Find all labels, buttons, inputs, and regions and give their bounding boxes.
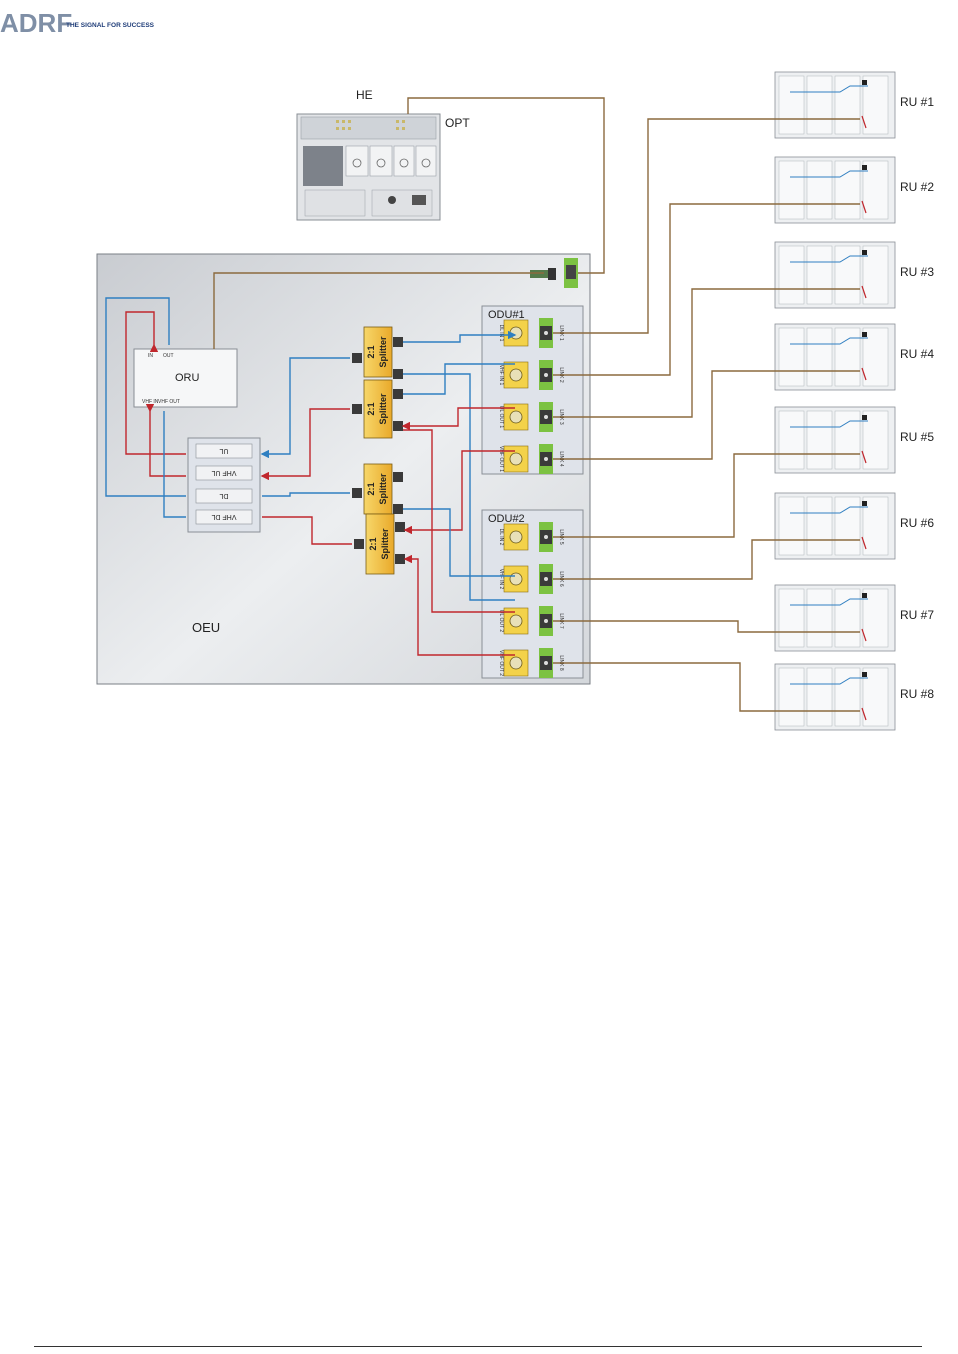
remote-unit-5: RU #5 — [774, 406, 934, 474]
oru-port-in: IN — [148, 353, 153, 359]
splitter-ratio: 2:1 — [366, 345, 376, 358]
fiber-link — [553, 620, 860, 633]
combiner-panel: UL VHF UL DL VHF DL — [187, 437, 261, 533]
oru-label: ORU — [175, 372, 200, 384]
splitter-name: Splitter — [378, 393, 388, 425]
combiner-row-vhf-ul: VHF UL — [211, 469, 236, 476]
oeu-optical-port — [530, 258, 578, 288]
fiber-link — [553, 539, 860, 580]
splitter-ratio: 2:1 — [366, 402, 376, 415]
logo-text: ADRF — [0, 8, 72, 38]
odu-rf-port-label: VHF IN 2 — [498, 569, 504, 590]
oeu-label: OEU — [192, 620, 220, 635]
odu-rf-port: VHF OUT 1 — [498, 445, 529, 473]
remote-unit-2: RU #2 — [774, 156, 934, 224]
adrf-logo: ADRF THE SIGNAL FOR SUCCESS — [0, 8, 155, 38]
odu-rf-port-label: VHF OUT 1 — [498, 446, 504, 472]
splitter-2: 2:1 Splitter — [363, 379, 393, 439]
odu-rf-port-label: UL OUT 2 — [498, 610, 504, 632]
odu-rf-port-label: DL IN 2 — [498, 529, 504, 546]
combiner-row-dl: DL — [219, 492, 228, 499]
odu-rf-port-label: DL IN 1 — [498, 325, 504, 342]
remote-unit-7: RU #7 — [774, 584, 934, 652]
splitter-name: Splitter — [380, 528, 390, 560]
odu-rf-port: VHF IN 2 — [498, 565, 529, 593]
oru-port-vhf-out: VHF OUT — [158, 399, 180, 405]
odu-1: ODU#1 — [481, 305, 584, 475]
odu-rf-port-label: VHF OUT 2 — [498, 650, 504, 676]
splitter-ratio: 2:1 — [368, 537, 378, 550]
fiber-link — [553, 453, 860, 538]
footer-rule — [34, 1346, 922, 1347]
he-label: HE — [356, 88, 373, 102]
splitter-name: Splitter — [378, 473, 388, 505]
splitter-3: 2:1 Splitter — [363, 463, 393, 515]
ru-label: RU #6 — [900, 516, 934, 530]
remote-unit-4: RU #4 — [774, 323, 934, 391]
splitter-1: 2:1 Splitter — [363, 326, 393, 378]
ru-label: RU #7 — [900, 608, 934, 622]
ru-label: RU #3 — [900, 265, 934, 279]
oru-port-out: OUT — [163, 353, 174, 359]
combiner-row-vhf-dl: VHF DL — [211, 513, 236, 520]
fiber-link — [553, 203, 860, 376]
odu-label: ODU#2 — [488, 513, 525, 525]
odu-label: ODU#1 — [488, 309, 525, 321]
remote-unit-3: RU #3 — [774, 241, 934, 309]
fiber-link — [553, 370, 860, 460]
odu-rf-port-label: UL OUT 1 — [498, 406, 504, 428]
logo-tagline: THE SIGNAL FOR SUCCESS — [66, 22, 155, 29]
fiber-link — [553, 118, 860, 334]
remote-unit-8: RU #8 — [774, 663, 934, 731]
splitter-ratio: 2:1 — [366, 482, 376, 495]
oru-box: ORU IN OUT VHF IN VHF OUT — [133, 348, 238, 408]
remote-unit-1: RU #1 — [774, 71, 934, 139]
ru-label: RU #5 — [900, 430, 934, 444]
oru-port-vhf-in: VHF IN — [142, 399, 159, 405]
opt-label: OPT — [445, 116, 470, 130]
splitter-name: Splitter — [378, 336, 388, 368]
odu-rf-port-label: VHF IN 1 — [498, 365, 504, 386]
combiner-row-ul: UL — [219, 447, 228, 454]
odu-rf-port: DL IN 2 — [498, 523, 529, 551]
splitter-4: 2:1 Splitter — [365, 513, 395, 575]
odu-rf-port: UL OUT 1 — [498, 403, 529, 431]
ru-label: RU #2 — [900, 180, 934, 194]
ru-label: RU #1 — [900, 95, 934, 109]
head-end-unit: HE OPT — [296, 88, 470, 221]
ru-label: RU #4 — [900, 347, 934, 361]
odu-2: ODU#2 — [481, 509, 584, 679]
fiber-link — [553, 662, 860, 712]
ru-label: RU #8 — [900, 687, 934, 701]
fiber-link — [553, 288, 860, 418]
remote-unit-6: RU #6 — [774, 492, 934, 560]
odu-rf-port: VHF IN 1 — [498, 361, 529, 389]
odu-rf-port: VHF OUT 2 — [498, 649, 529, 677]
